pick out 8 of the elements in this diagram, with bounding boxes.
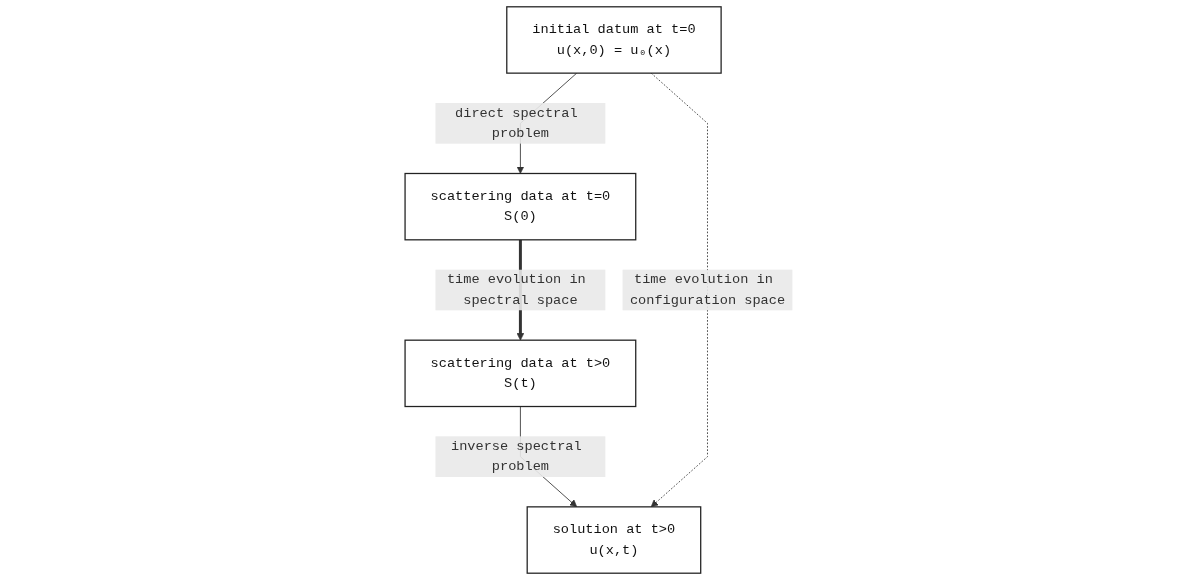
edge-label: inverse spectral problem bbox=[450, 438, 582, 475]
node-box: solution at t>0 u(x,t) bbox=[526, 506, 702, 574]
node-box: initial datum at t=0 u(x,0) = u₀(x) bbox=[505, 6, 722, 74]
edge-label: direct spectral problem bbox=[454, 105, 578, 142]
edge-label: time evolution in spectral space bbox=[446, 272, 586, 308]
edge-label: time evolution in configuration space bbox=[629, 272, 785, 308]
node-box: scattering data at t>0 S(t) bbox=[404, 339, 637, 408]
node-box: scattering data at t=0 S(0) bbox=[404, 172, 637, 241]
